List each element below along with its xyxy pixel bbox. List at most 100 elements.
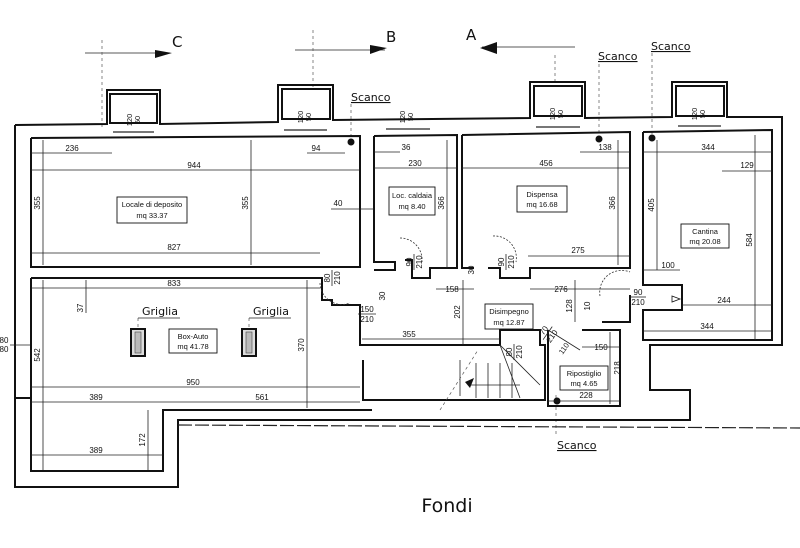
svg-text:50: 50 (698, 110, 707, 118)
svg-text:80: 80 (505, 347, 514, 356)
room-area: mq 41.78 (177, 342, 208, 351)
drain-label: Scanco (598, 50, 638, 63)
svg-text:80: 80 (0, 336, 9, 345)
room-box-auto[interactable]: Box-Auto mq 41.78 (168, 328, 218, 354)
svg-text:370: 370 (297, 338, 306, 352)
drain-label: Scanco (351, 91, 391, 104)
svg-text:50: 50 (304, 113, 313, 121)
svg-text:128: 128 (565, 299, 574, 313)
svg-text:344: 344 (700, 322, 714, 331)
svg-text:90: 90 (497, 257, 506, 266)
svg-text:276: 276 (554, 285, 568, 294)
room-area: mq 33.37 (136, 211, 167, 220)
room-area: mq 4.65 (570, 379, 597, 388)
svg-text:50: 50 (406, 113, 415, 121)
svg-text:40: 40 (334, 199, 343, 208)
svg-text:10: 10 (583, 301, 592, 310)
svg-text:584: 584 (745, 233, 754, 247)
drain-label: Scanco (557, 439, 597, 452)
svg-text:944: 944 (187, 161, 201, 170)
room-disimpegno[interactable]: Disimpegno mq 12.87 (484, 303, 534, 330)
svg-text:50: 50 (556, 110, 565, 118)
room-cantina[interactable]: Cantina mq 20.08 (680, 223, 730, 249)
svg-text:90: 90 (634, 288, 643, 297)
entrance-arrow-icon (671, 295, 682, 303)
dimension-lines (31, 135, 772, 470)
svg-text:158: 158 (445, 285, 459, 294)
svg-text:37: 37 (76, 303, 85, 312)
svg-text:80: 80 (323, 273, 332, 282)
drain-label: Scanco (651, 40, 691, 53)
room-area: mq 20.08 (689, 237, 720, 246)
grate-label: Griglia (253, 305, 289, 318)
dimension-labels: 236 944 94 355 355 827 40 36 230 366 456… (33, 143, 754, 455)
svg-text:120: 120 (125, 114, 134, 127)
svg-text:827: 827 (167, 243, 181, 252)
light-well (281, 88, 331, 120)
svg-text:210: 210 (515, 345, 524, 359)
svg-text:30: 30 (378, 291, 387, 300)
svg-text:210: 210 (360, 315, 374, 324)
grate-label: Griglia (142, 305, 178, 318)
svg-text:210: 210 (631, 298, 645, 307)
svg-text:355: 355 (241, 196, 250, 210)
interior-walls (15, 128, 773, 472)
room-ripostiglio[interactable]: Ripostiglio mq 4.65 (559, 365, 609, 391)
section-marker-b: B (295, 28, 396, 88)
room-name: Locale di deposito (122, 200, 182, 209)
staircase: 110 (439, 329, 581, 411)
light-well (533, 85, 583, 117)
svg-text:36: 36 (402, 143, 411, 152)
grate-right: Griglia (241, 305, 291, 357)
svg-text:172: 172 (138, 433, 147, 447)
svg-text:30: 30 (467, 265, 476, 274)
svg-text:833: 833 (167, 279, 181, 288)
svg-text:94: 94 (312, 144, 321, 153)
room-area: mq 8.40 (398, 202, 425, 211)
svg-text:210: 210 (415, 255, 424, 269)
grate-left: Griglia (130, 305, 180, 357)
svg-text:50: 50 (133, 116, 142, 124)
room-name: Cantina (692, 227, 719, 236)
door-labels: 80 210 90 210 90 210 150 210 80 210 70 2… (0, 254, 646, 360)
svg-text:389: 389 (89, 393, 103, 402)
svg-text:355: 355 (402, 330, 416, 339)
svg-text:228: 228 (579, 391, 593, 400)
section-marker-c: C (85, 33, 182, 130)
svg-text:90: 90 (405, 257, 414, 266)
room-name: Disimpegno (489, 307, 529, 316)
svg-text:210: 210 (507, 255, 516, 269)
svg-text:150: 150 (594, 343, 608, 352)
svg-text:542: 542 (33, 348, 42, 362)
room-name: Loc. caldaia (392, 191, 433, 200)
svg-text:120: 120 (548, 108, 557, 121)
drain-dot (347, 138, 355, 146)
room-area: mq 12.87 (493, 318, 524, 327)
svg-text:236: 236 (65, 144, 79, 153)
drain-dot (648, 134, 656, 142)
section-a-label: A (466, 26, 477, 44)
room-locale-deposito[interactable]: Locale di deposito mq 33.37 (116, 196, 188, 224)
section-c-label: C (172, 33, 182, 51)
outer-walls (14, 81, 783, 488)
svg-text:355: 355 (33, 196, 42, 210)
drain-dot (595, 135, 603, 143)
svg-text:120: 120 (690, 108, 699, 121)
svg-text:230: 230 (408, 159, 422, 168)
svg-text:80: 80 (0, 345, 9, 354)
svg-text:100: 100 (661, 261, 675, 270)
svg-text:120: 120 (398, 111, 407, 124)
section-b-label: B (386, 28, 396, 46)
svg-text:405: 405 (647, 198, 656, 212)
svg-text:275: 275 (571, 246, 585, 255)
room-loc-caldaia[interactable]: Loc. caldaia mq 8.40 (388, 186, 436, 216)
room-name: Dispensa (526, 190, 558, 199)
svg-text:389: 389 (89, 446, 103, 455)
page-title: Fondi (421, 495, 472, 517)
lower-boundary-line (177, 424, 800, 429)
room-dispensa[interactable]: Dispensa mq 16.68 (516, 185, 568, 213)
svg-text:138: 138 (598, 143, 612, 152)
svg-text:120: 120 (296, 111, 305, 124)
